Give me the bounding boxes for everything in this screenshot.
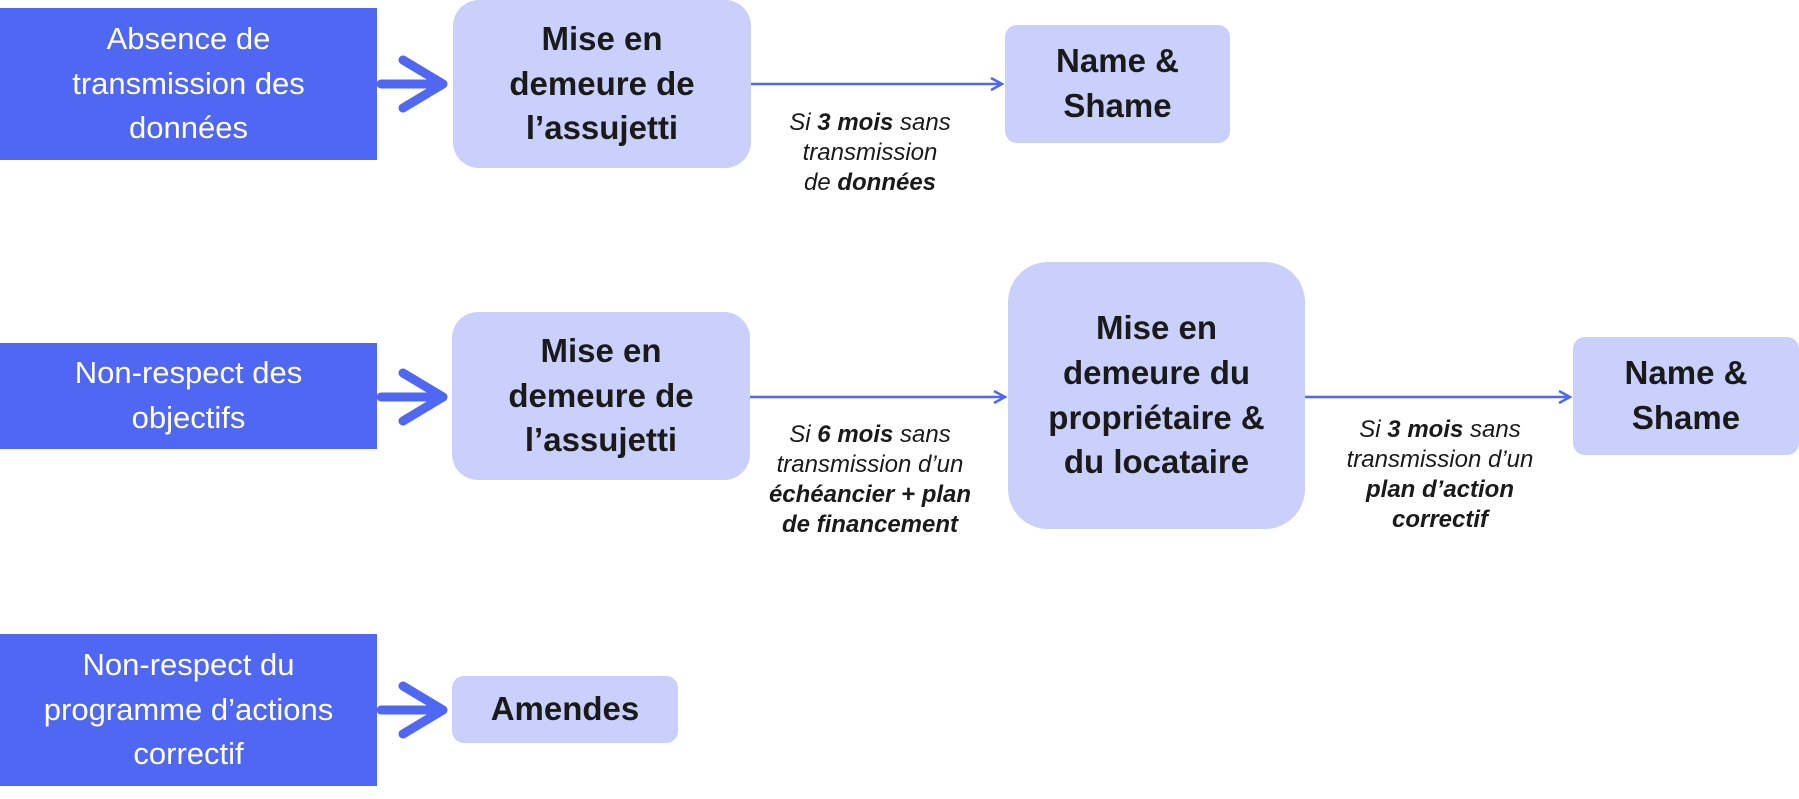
- condition-note-row2-a: Si 6 mois sans transmission d’un échéanc…: [768, 421, 972, 538]
- trigger-absence-transmission: Absence de transmission des données: [0, 8, 377, 160]
- trigger-non-respect-objectifs: Non-respect des objectifs: [0, 343, 377, 449]
- condition-note-row1: Si 3 mois sans transmission de données: [789, 109, 951, 196]
- trigger-non-respect-programme: Non-respect du programme d’actions corre…: [0, 634, 377, 786]
- condition-note-row2-b: Si 3 mois sans transmission d’un plan d’…: [1346, 416, 1534, 533]
- chevron-arrow-row2: [376, 368, 448, 426]
- step-mise-en-demeure-proprietaire-locataire: Mise en demeure du propriétaire & du loc…: [1008, 262, 1305, 529]
- step-name-and-shame: Name & Shame: [1573, 337, 1799, 455]
- step-mise-en-demeure-assujetti: Mise en demeure de l’assujetti: [452, 312, 750, 480]
- step-amendes: Amendes: [452, 676, 678, 743]
- chevron-arrow-row1: [376, 55, 448, 113]
- step-mise-en-demeure-assujetti: Mise en demeure de l’assujetti: [453, 0, 751, 168]
- step-name-and-shame: Name & Shame: [1005, 25, 1230, 143]
- chevron-arrow-row3: [376, 681, 448, 739]
